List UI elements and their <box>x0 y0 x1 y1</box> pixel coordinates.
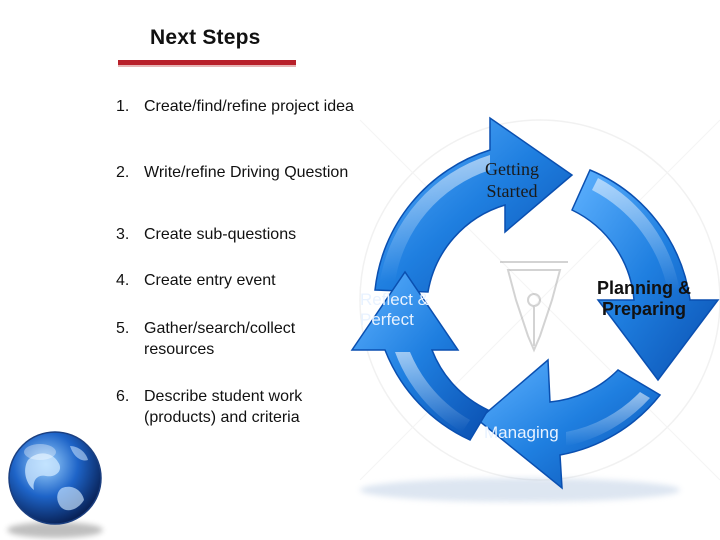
cycle-arrow-right <box>571 169 720 382</box>
fountain-pen-nib-icon <box>500 261 568 353</box>
stage-label-reflect-perfect: Reflect & Perfect <box>360 290 429 329</box>
step-item: 5. Gather/search/collect resources <box>116 318 366 360</box>
step-text: Describe student work (products) and cri… <box>144 388 303 426</box>
step-item: 1. Create/find/refine project idea <box>116 96 366 117</box>
step-text: Create/find/refine project idea <box>144 98 354 115</box>
stage-label-planning-preparing: Planning & Preparing <box>597 278 691 319</box>
cycle-arrow-left <box>350 270 490 441</box>
title-underline-shadow <box>118 65 296 67</box>
step-text: Write/refine Driving Question <box>144 164 349 181</box>
slide-title: Next Steps <box>150 26 261 49</box>
step-item: 4. Create entry event <box>116 270 366 291</box>
step-number: 1. <box>116 98 130 115</box>
title-underline <box>118 60 296 65</box>
globe-icon <box>7 431 103 538</box>
cycle-arrow-top <box>374 116 574 293</box>
stage-label-getting-started: Getting Started <box>485 159 539 201</box>
step-item: 2. Write/refine Driving Question <box>116 162 366 183</box>
step-number: 6. <box>116 388 130 405</box>
cycle-arrow-bottom <box>476 358 662 490</box>
stage-label-managing: Managing <box>484 423 559 442</box>
step-number: 4. <box>116 272 130 289</box>
step-text: Create entry event <box>144 272 276 289</box>
step-item: 3. Create sub-questions <box>116 224 366 245</box>
step-item: 6. Describe student work (products) and … <box>116 386 366 428</box>
step-text: Gather/search/collect resources <box>144 320 296 358</box>
step-number: 3. <box>116 226 130 243</box>
step-number: 5. <box>116 320 130 337</box>
cycle-shadow <box>360 478 680 502</box>
step-text: Create sub-questions <box>144 226 297 243</box>
step-number: 2. <box>116 164 130 181</box>
